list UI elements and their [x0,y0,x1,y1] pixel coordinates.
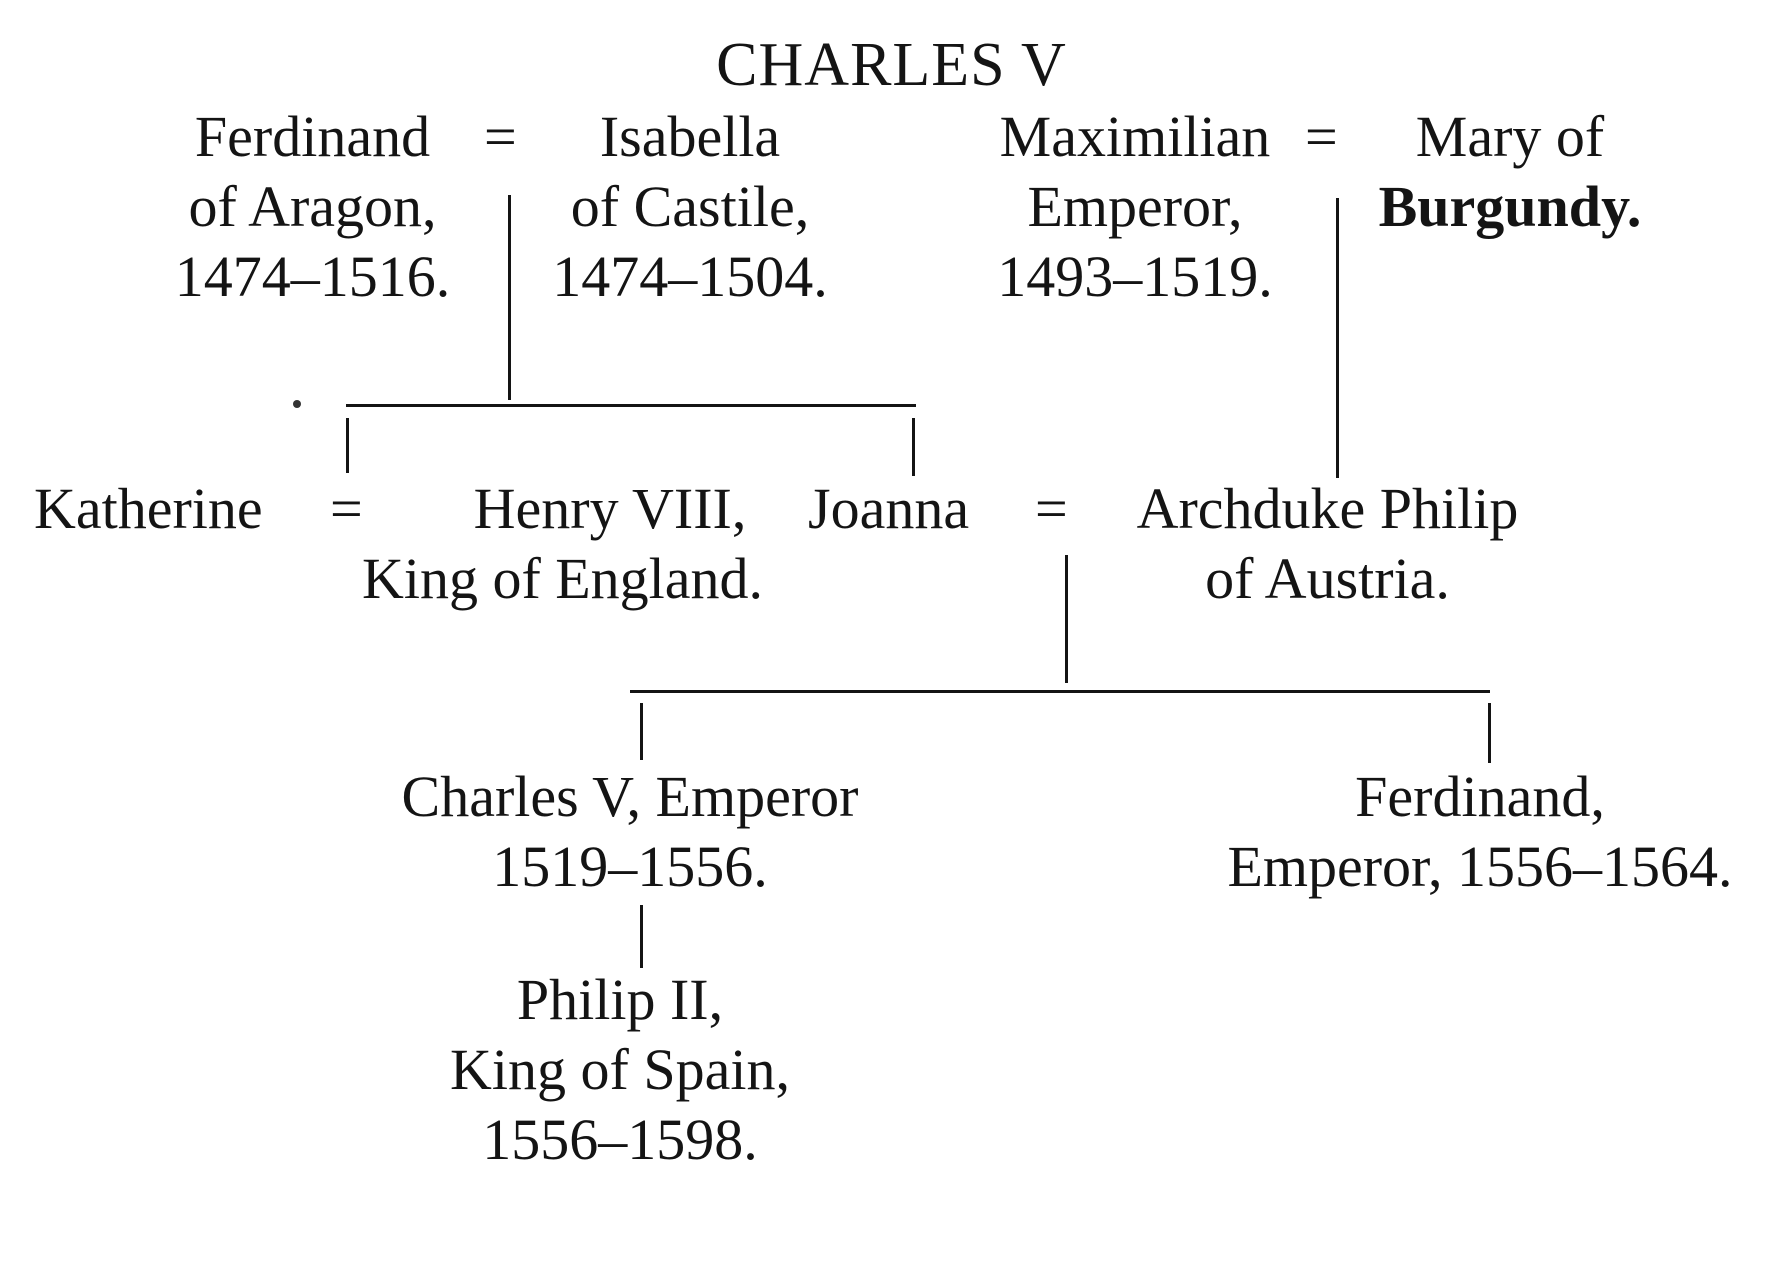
person-dates: 1474–1504. [552,244,828,309]
person-katherine: Katherine [34,474,263,544]
person-title: Emperor, 1556–1564. [1227,834,1733,899]
descent-line-ferdinand-isabella [508,195,511,400]
branch-line-katherine [346,418,349,473]
person-name: Ferdinand [194,104,431,169]
person-name: Mary of [1415,104,1605,169]
person-maximilian: Maximilian Emperor, 1493–1519. [975,102,1295,312]
person-henry-viii: Henry VIII, King of England. [330,474,795,614]
person-name: Archduke Philip [1136,476,1519,541]
person-title: Burgundy. [1378,174,1642,239]
person-isabella-of-castile: Isabella of Castile, 1474–1504. [530,102,850,312]
person-charles-v: Charles V, Emperor 1519–1556. [340,762,920,902]
sibling-bar-charles-ferdinand [630,690,1490,693]
descent-line-joanna-philip [1065,555,1068,683]
person-name: Philip II, [516,967,724,1032]
person-mary-of-burgundy: Mary of Burgundy. [1360,102,1660,242]
branch-line-joanna [912,418,915,476]
person-title: King of England. [361,546,764,611]
person-dates: 1556–1598. [482,1107,758,1172]
person-archduke-philip: Archduke Philip of Austria. [1110,474,1545,614]
person-dates: 1493–1519. [997,244,1273,309]
person-dates: 1474–1516. [174,244,451,309]
person-title: of Austria. [1205,546,1450,611]
marriage-sign-ferdinand-isabella: = [484,104,517,169]
person-name: Charles V, Emperor [401,764,859,829]
tree-title: CHARLES V [716,31,1067,99]
person-name: Isabella [599,104,781,169]
person-joanna: Joanna [808,474,969,544]
branch-line-ferdinand-emperor [1488,703,1491,763]
branch-line-charles [640,703,643,760]
person-philip-ii: Philip II, King of Spain, 1556–1598. [360,965,880,1175]
marriage-sign-joanna-philip: = [1035,476,1068,541]
person-dates: 1519–1556. [492,834,768,899]
descent-line-maximilian-mary [1336,198,1339,478]
marriage-sign-maximilian-mary: = [1305,104,1338,169]
marriage-sign-katherine-henry: = [330,476,363,541]
person-ferdinand-emperor: Ferdinand, Emperor, 1556–1564. [1190,762,1770,902]
ink-speck [293,400,301,408]
descent-line-charles [640,905,643,968]
person-name: Ferdinand, [1355,764,1605,829]
person-title: of Castile, [570,174,810,239]
person-name: Joanna [808,476,970,541]
person-name: Henry VIII, [473,476,747,541]
person-title: King of Spain, [450,1037,790,1102]
person-title: of Aragon, [188,174,437,239]
person-name: Maximilian [999,104,1271,169]
person-title: Emperor, [1027,174,1243,239]
person-name: Katherine [34,476,263,541]
person-ferdinand-of-aragon: Ferdinand of Aragon, 1474–1516. [150,102,475,312]
sibling-bar-katherine-joanna [346,404,916,407]
